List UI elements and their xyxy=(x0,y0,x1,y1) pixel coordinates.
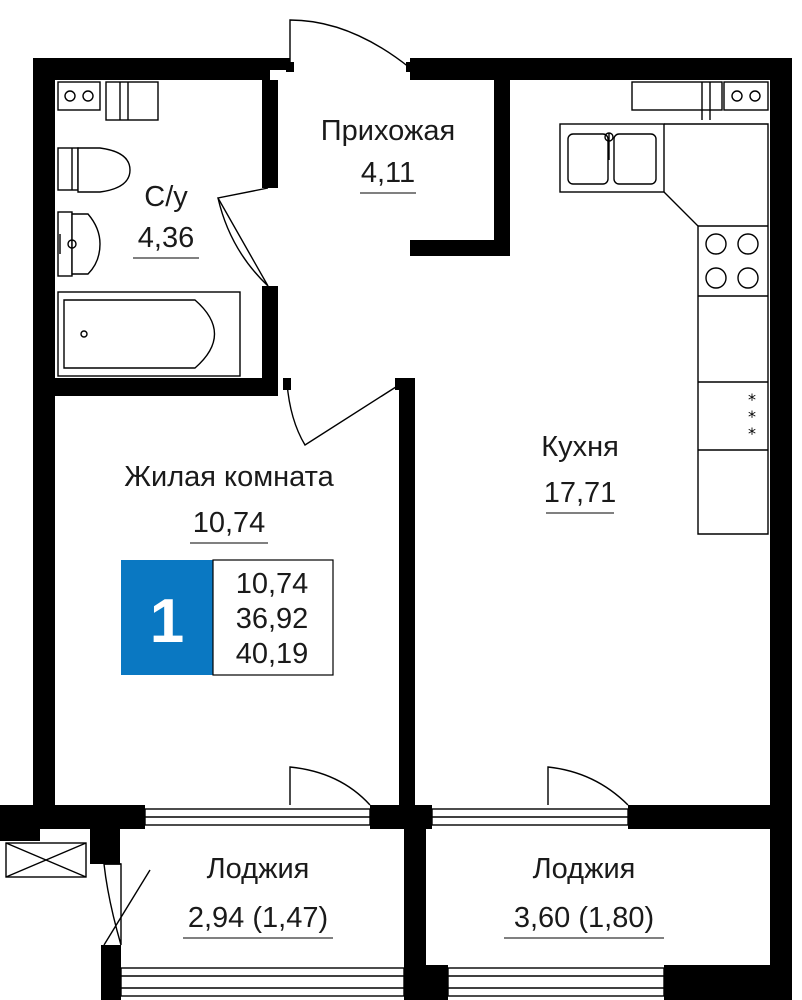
oven-marks: * * * xyxy=(748,390,756,443)
room-area: 4,11 xyxy=(361,157,415,189)
room-name: Лоджия xyxy=(207,853,310,885)
toilet-icon xyxy=(57,147,131,193)
room-name: Лоджия xyxy=(533,853,636,885)
room-name: Прихожая xyxy=(321,115,455,147)
room-area: 17,71 xyxy=(544,477,617,509)
walls xyxy=(0,58,792,1000)
room-area: 3,60 (1,80) xyxy=(514,902,654,934)
area-without-loggia-value: 36,92 xyxy=(236,603,309,635)
stove-icon xyxy=(705,233,759,289)
room-area: 4,36 xyxy=(138,222,194,254)
doors xyxy=(103,19,629,946)
room-name: Кухня xyxy=(541,431,619,463)
sink-icon xyxy=(57,211,101,277)
room-area: 10,74 xyxy=(193,507,266,539)
room-living: Жилая комната 10,74 xyxy=(124,461,335,544)
windows xyxy=(120,808,665,997)
svg-text:*: * xyxy=(748,390,756,409)
kitchen-sink-icon xyxy=(559,123,665,193)
room-area: 2,94 (1,47) xyxy=(188,902,328,934)
rooms-count-box xyxy=(121,560,213,675)
vent-box-icon xyxy=(5,842,87,878)
room-hallway: Прихожая 4,11 xyxy=(321,115,455,194)
room-kitchen: Кухня 17,71 xyxy=(541,431,619,514)
kitchen-counter xyxy=(663,123,769,535)
room-name: Жилая комната xyxy=(124,461,334,493)
svg-text:*: * xyxy=(748,424,756,443)
socket-icon xyxy=(57,81,769,121)
svg-text:*: * xyxy=(748,407,756,426)
room-loggia-left: Лоджия 2,94 (1,47) xyxy=(183,853,333,939)
room-bathroom: С/у 4,36 xyxy=(133,181,199,259)
living-area-value: 10,74 xyxy=(236,568,309,600)
room-name: С/у xyxy=(144,181,188,213)
bathtub-icon xyxy=(57,291,241,377)
total-area-value: 40,19 xyxy=(236,638,309,670)
rooms-count: 1 xyxy=(150,587,184,656)
room-loggia-right: Лоджия 3,60 (1,80) xyxy=(504,853,664,939)
apartment-summary-badge: 1 10,74 36,92 40,19 xyxy=(121,559,334,676)
